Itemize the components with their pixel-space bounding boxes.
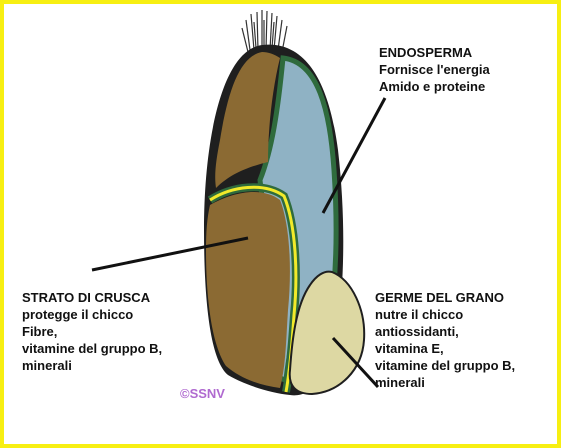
copyright-credit: ©SSNV bbox=[180, 386, 225, 401]
germ-line-3: vitamina E, bbox=[375, 340, 515, 357]
bran-line-3: vitamine del gruppo B, bbox=[22, 340, 162, 357]
germ-line-4: vitamine del gruppo B, bbox=[375, 357, 515, 374]
endosperm-label: ENDOSPERMA Fornisce l'energia Amido e pr… bbox=[379, 44, 490, 95]
endosperm-line-2: Amido e proteine bbox=[379, 78, 490, 95]
germ-line-5: minerali bbox=[375, 374, 515, 391]
germ-line-1: nutre il chicco bbox=[375, 306, 515, 323]
bran-title: STRATO DI CRUSCA bbox=[22, 289, 162, 306]
bran-label: STRATO DI CRUSCA protegge il chicco Fibr… bbox=[22, 289, 162, 374]
bran-line-2: Fibre, bbox=[22, 323, 162, 340]
germ-title: GERME DEL GRANO bbox=[375, 289, 515, 306]
bran-line-1: protegge il chicco bbox=[22, 306, 162, 323]
endosperm-title: ENDOSPERMA bbox=[379, 44, 490, 61]
endosperm-line-1: Fornisce l'energia bbox=[379, 61, 490, 78]
germ-line-2: antiossidanti, bbox=[375, 323, 515, 340]
germ-label: GERME DEL GRANO nutre il chicco antiossi… bbox=[375, 289, 515, 391]
bran-line-4: minerali bbox=[22, 357, 162, 374]
